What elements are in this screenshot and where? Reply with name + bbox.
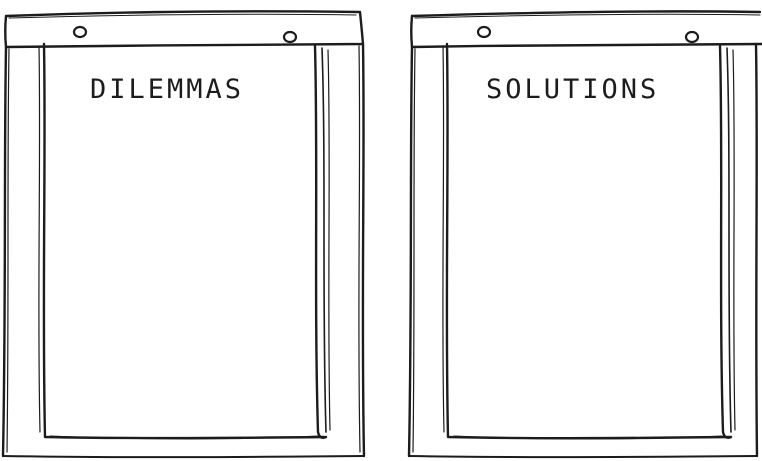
solutions-flipchart: SOLUTIONS xyxy=(400,0,762,461)
flipchart-sketch xyxy=(1,10,366,459)
grommet-hole-right-icon xyxy=(282,30,298,44)
grommet-hole-left-icon xyxy=(476,25,492,39)
dilemmas-title: DILEMMAS xyxy=(90,74,245,105)
dilemmas-flipchart: DILEMMAS xyxy=(0,0,380,461)
flipchart-sketch xyxy=(407,10,762,459)
grommet-hole-left-icon xyxy=(72,25,88,39)
solutions-title: SOLUTIONS xyxy=(486,74,660,105)
grommet-hole-right-icon xyxy=(684,30,700,44)
